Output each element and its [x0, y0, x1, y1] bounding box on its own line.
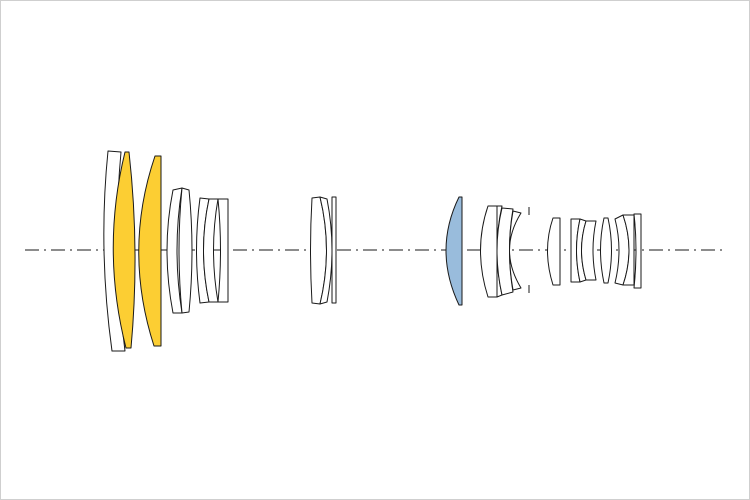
front-lens-group [103, 150, 229, 352]
rear-lens-group [445, 196, 642, 306]
rear-group-element-3 [496, 207, 514, 296]
middle-lens-group [310, 196, 337, 305]
rear-group-element-8 [581, 220, 597, 281]
rear-group-element-1 [480, 205, 498, 298]
middle-group-element-2 [319, 196, 333, 305]
front-group-element-5 [178, 187, 193, 314]
rear-group-element-5 [547, 217, 561, 286]
special-glass-element-2 [138, 155, 162, 347]
rear-group-element-11 [622, 214, 635, 286]
special-glass-element-3 [445, 196, 463, 306]
middle-group-element-3 [331, 196, 337, 304]
special-glass-element-1 [112, 151, 136, 349]
rear-group-element-12 [633, 213, 642, 289]
rear-group-element-9 [600, 217, 612, 284]
front-group-element-8 [217, 198, 229, 303]
rear-group-element-4 [509, 210, 522, 291]
